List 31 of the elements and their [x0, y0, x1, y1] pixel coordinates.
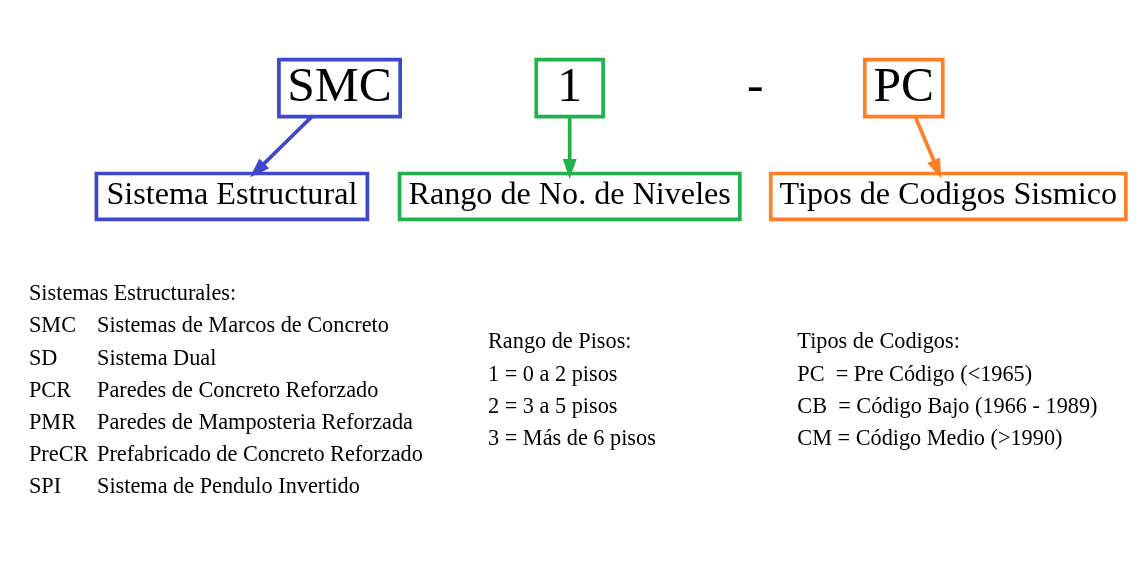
node-box: Sistema Estructural	[94, 171, 370, 221]
label: Paredes de Mamposteria Reforzada	[97, 408, 413, 434]
node-box: Tipos de Codigos Sismico	[768, 171, 1128, 221]
label: Rango de Pisos:	[488, 327, 632, 353]
label: 1 = 0 a 2 pisos	[488, 360, 618, 386]
label: PCR	[28, 376, 72, 402]
label: Sistemas de Marcos de Concreto	[97, 311, 389, 337]
arrow	[913, 115, 942, 178]
label: PMR	[28, 408, 77, 434]
label: 2 = 3 a 5 pisos	[488, 392, 618, 418]
label: Paredes de Concreto Reforzado	[97, 376, 379, 402]
node-box: SMC	[277, 57, 403, 118]
label: Tipos de Codigos:	[797, 327, 960, 353]
node-box: PC	[862, 57, 945, 118]
node-box: Rango de No. de Niveles	[397, 171, 742, 221]
label: Sistemas Estructurales:	[28, 279, 237, 305]
label: 3 = Más de 6 pisos	[488, 424, 656, 450]
label: Prefabricado de Concreto Reforzado	[97, 440, 423, 466]
label: PC = Pre Código (<1965)	[797, 360, 1033, 386]
label: SMC	[28, 311, 77, 337]
label: SPI	[28, 472, 62, 498]
label: SD	[28, 344, 58, 370]
label: CM = Código Medio (>1990)	[797, 424, 1063, 450]
label: CB = Código Bajo (1966 - 1989)	[797, 392, 1098, 418]
label: PreCR	[28, 440, 89, 466]
label: Sistema de Pendulo Invertido	[97, 472, 360, 498]
label: Sistema Dual	[97, 344, 217, 370]
label: -	[747, 55, 764, 111]
arrow	[562, 116, 577, 179]
arrow	[250, 114, 314, 177]
node-box: 1	[534, 57, 605, 118]
